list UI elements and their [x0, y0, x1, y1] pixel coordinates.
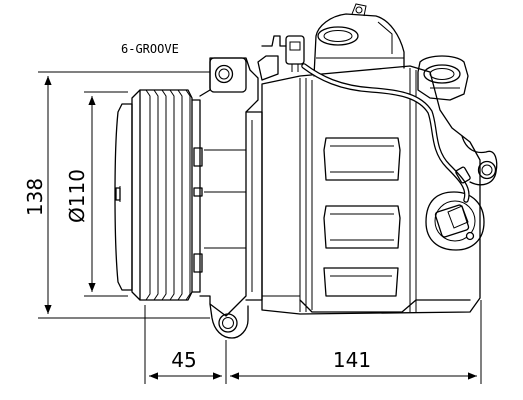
dimension-horizontal: 45 141 [144, 300, 482, 384]
rear-mount-hole [477, 160, 497, 180]
front-housing [193, 57, 263, 339]
overall-height-label: 138 [23, 178, 47, 216]
lower-mount-hole [218, 313, 238, 333]
side-connector [425, 191, 485, 251]
pulley-diameter-label: Ø110 [65, 169, 89, 223]
groove-note: 6-GROOVE [121, 42, 179, 56]
dimension-pulley-diameter: Ø110 [65, 91, 128, 297]
dimension-overall-height: 138 [23, 71, 210, 319]
compressor-body [261, 65, 481, 315]
top-connector [257, 35, 305, 81]
body-length-label: 141 [333, 348, 371, 372]
rear-port [417, 55, 469, 101]
pulley-grooves [131, 89, 193, 301]
upper-mount-hole [214, 64, 234, 84]
pulley-offset-label: 45 [171, 348, 196, 372]
top-port-block [313, 3, 405, 77]
pulley [114, 89, 201, 301]
cable [301, 63, 471, 203]
right-bracket [461, 135, 498, 186]
